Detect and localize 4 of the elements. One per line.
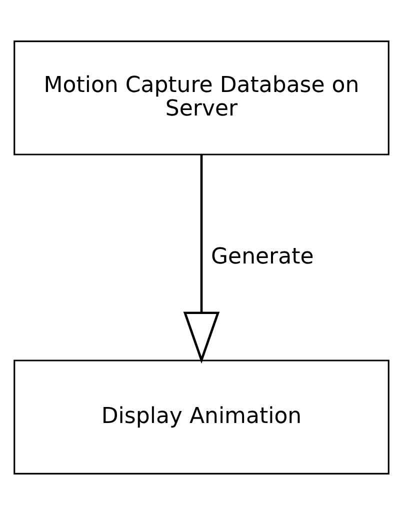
node-box: Motion Capture Database on Server xyxy=(14,40,390,155)
node-box: Display Animation xyxy=(14,359,390,474)
edge-label: Generate xyxy=(211,244,314,269)
arrow xyxy=(183,154,220,364)
